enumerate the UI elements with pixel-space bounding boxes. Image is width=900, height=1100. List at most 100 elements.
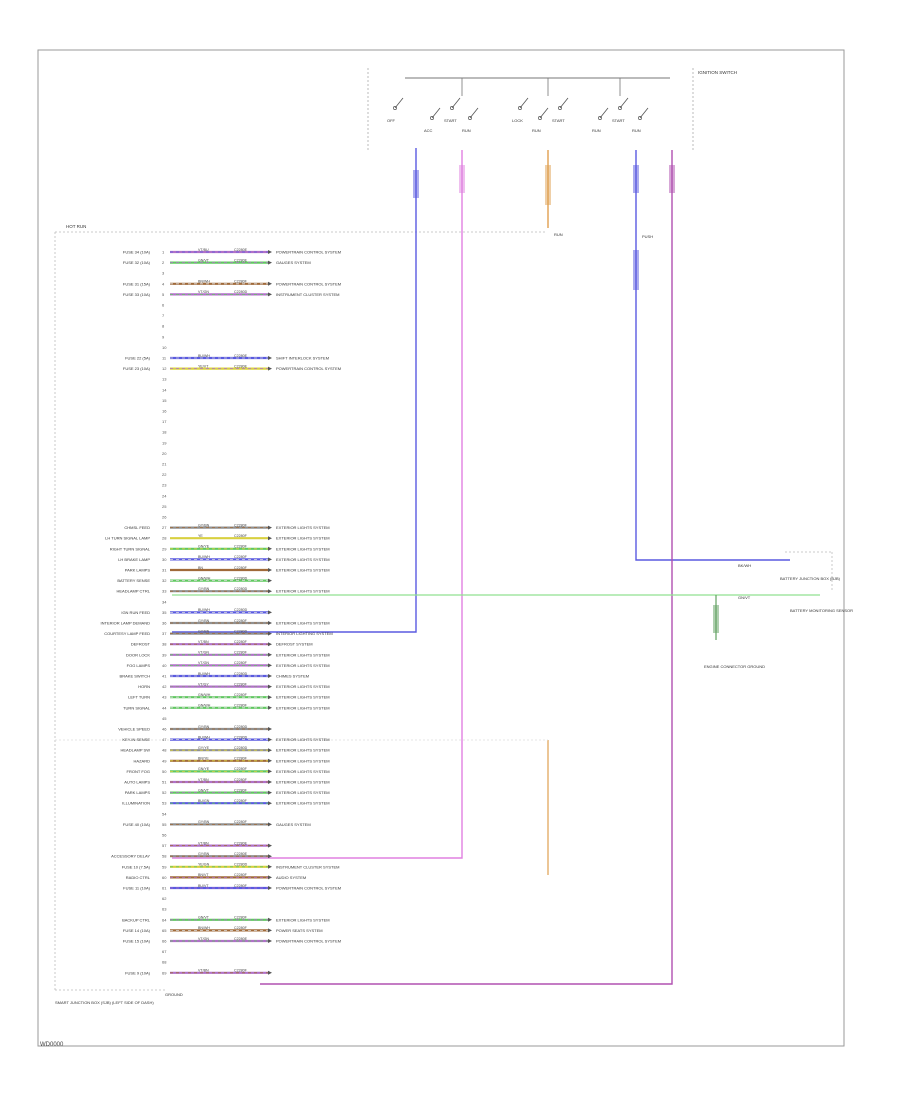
wire-color-code: VT/BU	[198, 248, 209, 252]
wire-color-code: VT/GN	[198, 937, 209, 941]
destination-label: EXTERIOR LIGHTS SYSTEM	[276, 684, 330, 689]
switch-blade	[431, 107, 441, 119]
pin-rows	[170, 250, 272, 975]
pin-number: 13	[162, 377, 167, 382]
pin-function-label: KEY-IN SENSE	[122, 737, 150, 742]
destination-label: EXTERIOR LIGHTS SYSTEM	[276, 790, 330, 795]
wire-color-code: GN/WH	[198, 693, 211, 697]
destination-label: INSTRUMENT CLUSTER SYSTEM	[276, 292, 340, 297]
pin-number: 9	[162, 334, 165, 339]
ground-point-label: ENGINE CONNECTOR GROUND	[704, 664, 765, 669]
pin-number: 54	[162, 811, 167, 816]
wire-color-code: BN/WH	[198, 926, 210, 930]
pin-function-label: BRAKE SWITCH	[120, 674, 151, 679]
fuse-orange	[545, 165, 551, 205]
pin-number: 19	[162, 440, 167, 445]
wire-color-code: VT/GN	[198, 290, 209, 294]
pin-number: 59	[162, 864, 167, 869]
destination-label: EXTERIOR LIGHTS SYSTEM	[276, 557, 330, 562]
connector-code: C2280F	[234, 778, 248, 782]
connector-code: C2280F	[234, 788, 248, 792]
pin-number: 33	[162, 589, 167, 594]
pin-function-label: FUSE 22 (5A)	[125, 356, 151, 361]
wire-arrow	[268, 822, 272, 827]
connector-code: C2280F	[234, 969, 248, 973]
pin-number: 50	[162, 769, 167, 774]
pin-number: 39	[162, 652, 167, 657]
connector-code: C2280F	[234, 555, 248, 559]
pin-number: 3	[162, 271, 165, 276]
wire-arrow	[268, 928, 272, 933]
destination-label: EXTERIOR LIGHTS SYSTEM	[276, 652, 330, 657]
pin-function-label: AUTO LAMPS	[124, 780, 150, 785]
pin-number: 62	[162, 896, 167, 901]
wire-color-code: GY/BN	[198, 725, 210, 729]
connector-code: C2280F	[234, 545, 248, 549]
switch-contact-label: RUN	[532, 128, 541, 133]
wire-color-code: BN/VT	[198, 873, 209, 877]
battery-sensor-label: BATTERY MONITORING SENSOR	[790, 608, 853, 613]
switch-contact-label: START	[612, 118, 625, 123]
pin-function-label: FUSE 15 (10A)	[123, 939, 151, 944]
ground-wire-code: GN/VT	[738, 595, 751, 600]
pin-function-label: HEADLAMP SW	[121, 748, 151, 753]
wire-arrow	[268, 875, 272, 880]
wire-arrow	[268, 917, 272, 922]
switch-contact	[618, 106, 622, 110]
pin-function-label: IGN RUN FEED	[121, 610, 150, 615]
pin-function-label: RIGHT TURN SIGNAL	[110, 546, 151, 551]
destination-label: CHIMES SYSTEM	[276, 674, 309, 679]
pin-number: 32	[162, 578, 167, 583]
wire-color-code: GN/VT	[198, 788, 210, 792]
wire-color-code: YE	[198, 534, 203, 538]
destination-label: POWERTRAIN CONTROL SYSTEM	[276, 281, 341, 286]
wire-arrow	[268, 557, 272, 562]
wire-color-code: BU/WH	[198, 555, 210, 559]
destination-label: POWERTRAIN CONTROL SYSTEM	[276, 250, 341, 255]
pin-function-label: FUSE 34 (10A)	[123, 250, 151, 255]
destination-label: POWERTRAIN CONTROL SYSTEM	[276, 886, 341, 891]
wire-color-code: GN/WH	[198, 576, 211, 580]
module-header: HOT RUN	[66, 224, 86, 229]
destination-label: EXTERIOR LIGHTS SYSTEM	[276, 525, 330, 530]
pin-function-label: FUSE 23 (10A)	[123, 366, 151, 371]
connector-code: C2280E	[234, 852, 248, 856]
connector-code: C2280F	[234, 534, 248, 538]
destination-label: POWERTRAIN CONTROL SYSTEM	[276, 366, 341, 371]
wire-arrow	[268, 737, 272, 742]
fuse-pink	[459, 165, 465, 193]
switch-blade	[519, 97, 529, 109]
pin-number: 29	[162, 546, 167, 551]
pin-number: 17	[162, 419, 167, 424]
switch-blade	[619, 97, 629, 109]
destination-label: EXTERIOR LIGHTS SYSTEM	[276, 589, 330, 594]
pin-number: 22	[162, 472, 167, 477]
pin-function-label: HEADLAMP CTRL	[117, 589, 151, 594]
pin-function-label: HORN	[138, 684, 150, 689]
pin-function-label: VEHICLE SPEED	[118, 727, 150, 732]
pin-function-label: FUSE 10 (7.5A)	[122, 864, 151, 869]
pin-number: 26	[162, 515, 167, 520]
switch-contact	[450, 106, 454, 110]
connector-code: C2280D	[234, 608, 248, 612]
pin-number: 61	[162, 886, 167, 891]
wire-color-code: BU/WH	[198, 354, 210, 358]
destination-label: POWERTRAIN CONTROL SYSTEM	[276, 939, 341, 944]
wire-arrow	[268, 970, 272, 975]
wire-arrow	[268, 281, 272, 286]
connector-code: C2280F	[234, 661, 248, 665]
pin-number: 64	[162, 917, 167, 922]
wire-color-code: BU/WH	[198, 735, 210, 739]
connector-code: C2280E	[234, 937, 248, 941]
switch-blade	[451, 97, 461, 109]
destination-label: EXTERIOR LIGHTS SYSTEM	[276, 737, 330, 742]
wire-arrow	[268, 568, 272, 572]
pin-number: 4	[162, 281, 165, 286]
destination-label: INSTRUMENT CLUSTER SYSTEM	[276, 864, 340, 869]
pin-function-label: FUSE 33 (10A)	[123, 292, 151, 297]
destination-label: EXTERIOR LIGHTS SYSTEM	[276, 748, 330, 753]
pin-number: 30	[162, 557, 167, 562]
switch-contact	[538, 116, 542, 120]
connector-code: C2280F	[234, 280, 248, 284]
